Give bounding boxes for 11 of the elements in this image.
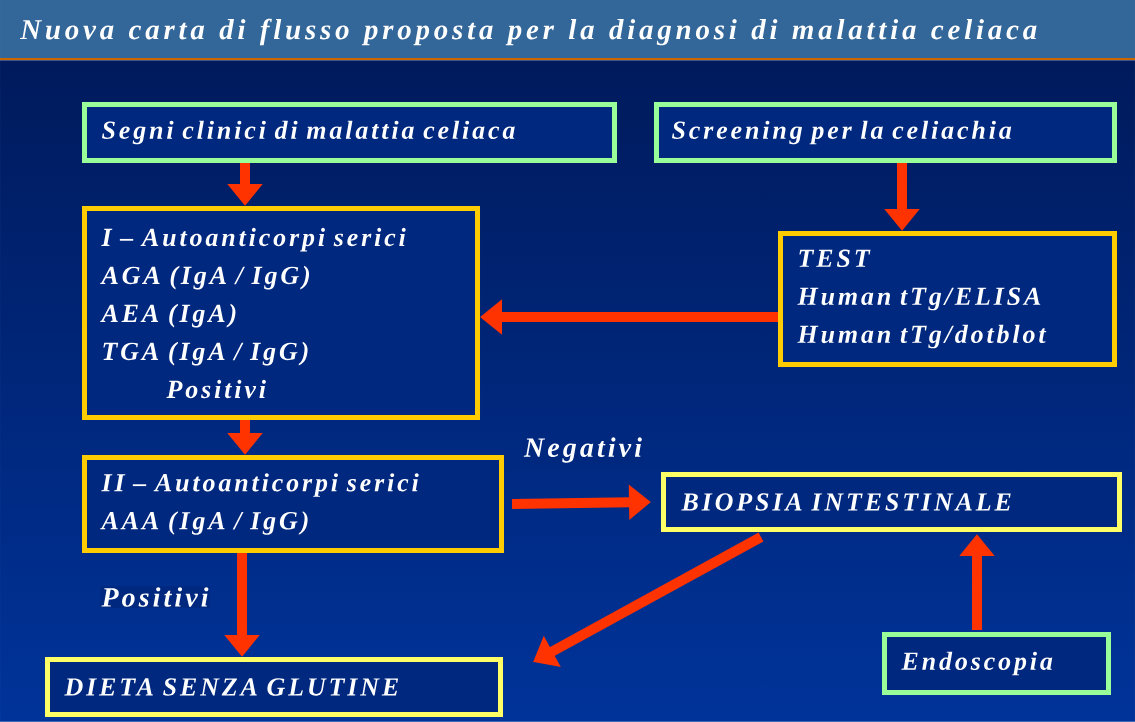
title: Nuova carta di flusso proposta per la diagnosi di malattia celiaca <box>19 18 1037 46</box>
edge-label: Negativi <box>523 436 643 464</box>
flow-box: TEST Human tTg/ELISA Human tTg/dotblot <box>778 231 1117 367</box>
flow-box: Endoscopia <box>882 632 1111 695</box>
flow-box: Screening per la celiachia <box>654 102 1117 163</box>
flow-box: II – Autoanticorpi serici AAA (IgA / IgG) <box>82 455 504 553</box>
flow-box: I – Autoanticorpi serici AGA (IgA / IgG) AEA (IgA) TGA (IgA / IgG) Positivi <box>82 206 480 420</box>
flow-box: Segni clinici di malattia celiaca <box>82 102 617 163</box>
flow-box: DIETA SENZA GLUTINE <box>45 657 503 717</box>
edge-label: Positivi <box>100 586 210 608</box>
flow-box: BIOPSIA INTESTINALE <box>661 472 1122 532</box>
